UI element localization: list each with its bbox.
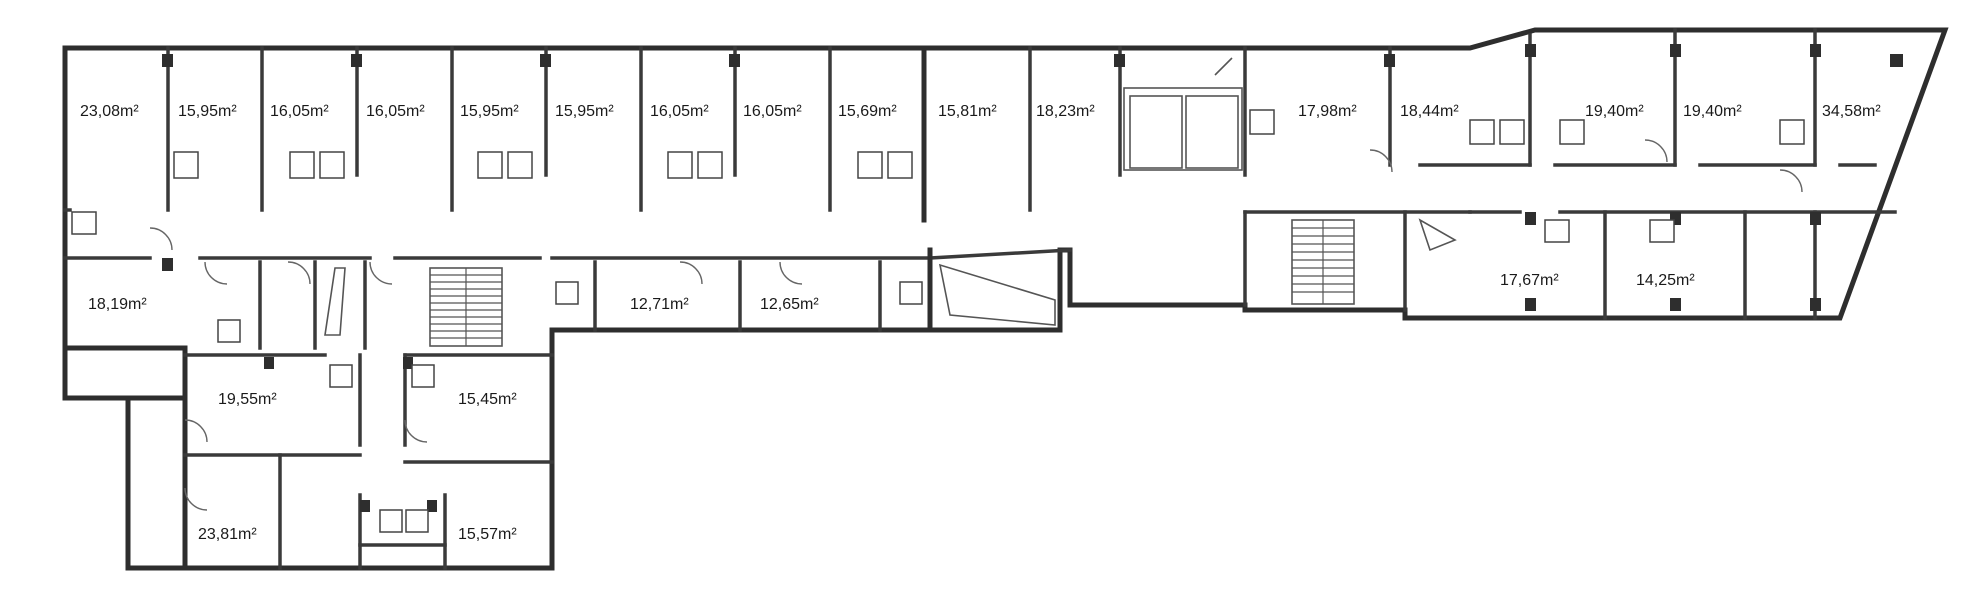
door-swings — [149, 139, 1803, 511]
top-partitions — [166, 28, 1817, 223]
room-area-label: 34,58m² — [1822, 103, 1881, 120]
room-area-label: 18,23m² — [1036, 103, 1095, 120]
room-area-label: 23,81m² — [198, 526, 257, 543]
room-area-label: 16,05m² — [650, 103, 709, 120]
structural-posts — [162, 44, 1903, 512]
room-area-label: 17,98m² — [1298, 103, 1357, 120]
room-area-label: 15,81m² — [938, 103, 997, 120]
outer-walls — [62, 27, 1949, 571]
room-area-label: 23,08m² — [80, 103, 139, 120]
room-area-label: 15,95m² — [178, 103, 237, 120]
room-area-label: 19,55m² — [218, 391, 277, 408]
room-area-label: 19,40m² — [1683, 103, 1742, 120]
room-area-label: 16,05m² — [743, 103, 802, 120]
room-labels: 23,08m² 15,95m² 16,05m² 16,05m² 15,95m² … — [80, 103, 1881, 543]
corridor-walls — [63, 163, 1897, 260]
room-area-label: 15,45m² — [458, 391, 517, 408]
room-area-label: 18,44m² — [1400, 103, 1459, 120]
room-area-label: 19,40m² — [1585, 103, 1644, 120]
elevator-shaft — [1123, 57, 1243, 171]
room-area-label: 16,05m² — [366, 103, 425, 120]
lower-partitions — [183, 210, 1817, 570]
stair-left — [429, 267, 503, 347]
room-area-label: 14,25m² — [1636, 272, 1695, 289]
room-area-label: 18,19m² — [88, 296, 147, 313]
room-area-label: 15,95m² — [555, 103, 614, 120]
room-area-label: 16,05m² — [270, 103, 329, 120]
room-area-label: 15,69m² — [838, 103, 897, 120]
room-area-label: 12,71m² — [630, 296, 689, 313]
room-area-label: 12,65m² — [760, 296, 819, 313]
room-area-label: 15,57m² — [458, 526, 517, 543]
room-area-label: 15,95m² — [460, 103, 519, 120]
bathroom-fixtures — [71, 109, 1805, 533]
stair-right — [1291, 219, 1355, 305]
room-area-label: 17,67m² — [1500, 272, 1559, 289]
